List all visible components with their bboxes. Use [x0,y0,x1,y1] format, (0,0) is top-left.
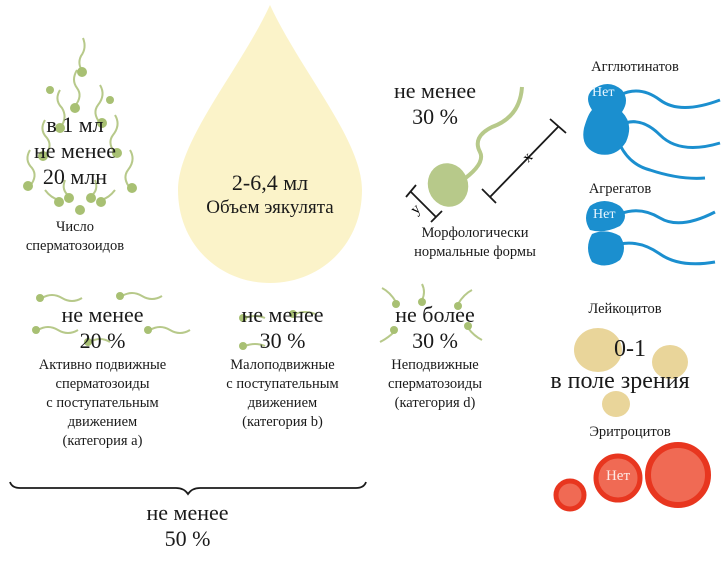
caption-line: сперматозоиды [55,376,150,392]
morphology-value: не менее 30 % [375,78,495,130]
motility-a-line1: не менее [61,302,144,327]
erythrocytes-value: Нет [605,468,631,484]
total-progressive-line2: 50 % [164,526,211,551]
caption-line: Число [55,219,95,235]
morphology-caption: Морфологически нормальные формы [375,224,575,262]
caption-line: (категория d) [394,395,476,411]
morphology-line2: 30 % [412,104,458,129]
motility-b-value: 30 % [259,328,306,353]
aggregated-sperm-icon [586,201,716,266]
caption-line: движением [67,414,138,430]
agglutinates-title: Агглютинатов [591,59,679,75]
motility-d-value: 30 % [412,328,458,353]
sperm-count-line3: 20 млн [42,164,108,189]
motility-d-line1: не более [395,302,475,327]
volume-value-block: 2-6,4 мл Объем эякулята [160,170,380,220]
curly-brace-icon [9,481,367,496]
caption-line: Неподвижные [391,357,479,373]
leukocyte-cells-icon [574,328,688,417]
motility-b-line1: не менее [241,302,324,327]
sperm-count-value: в 1 мл не менее 20 млн [0,112,150,190]
caption-line: (категория b) [242,414,323,430]
volume-value: 2-6,4 мл [231,170,309,195]
sperm-count-line2: не менее [33,138,117,163]
slow-sperm-icon [239,310,316,350]
aggregates-value: Нет [593,207,616,222]
normal-sperm-icon: x y [405,86,567,223]
motility-a-value: 20 % [79,328,126,353]
agglutinated-sperm-icon [583,84,721,180]
caption-line: (категория a) [62,433,143,449]
motility-category-a: не менее 20 % Активно подвижные спермато… [10,302,195,451]
sperm-count-caption: Число сперматозоидов [0,218,150,256]
motile-sperm-icon [32,292,191,346]
leukocytes-value: 0-1 [614,336,646,362]
caption-line: Активно подвижные [38,357,167,373]
total-progressive-line1: не менее [146,500,229,525]
total-progressive-value: не менее 50 % [100,500,275,552]
leukocytes-title: Лейкоцитов [588,301,662,317]
caption-line: с поступательным [226,376,339,392]
erythrocytes-title: Эритроцитов [589,424,671,440]
caption-line: сперматозоидов [25,238,125,254]
motility-category-d: не более 30 % Неподвижные сперматозоиды … [360,302,510,413]
morphology-line1: не менее [393,78,477,103]
erythrocyte-cells-icon [553,442,711,512]
caption-line: нормальные формы [414,244,536,260]
volume-label: Объем эякулята [206,197,334,218]
caption-line: сперматозоиды [388,376,482,392]
ejaculate-drop-icon [178,5,362,283]
immotile-sperm-icon [379,283,483,343]
caption-line: Морфологически [421,225,529,241]
caption-line: Малоподвижные [230,357,335,373]
sperm-droplet-icon [23,37,137,215]
leukocytes-unit: в поле зрения [550,368,690,394]
sperm-count-line1: в 1 мл [46,112,104,137]
aggregates-title: Агрегатов [588,181,652,197]
caption-line: движением [247,395,318,411]
caption-line: с поступательным [46,395,159,411]
motility-category-b: не менее 30 % Малоподвижные с поступател… [200,302,365,432]
agglutinates-value: Нет [592,85,615,100]
